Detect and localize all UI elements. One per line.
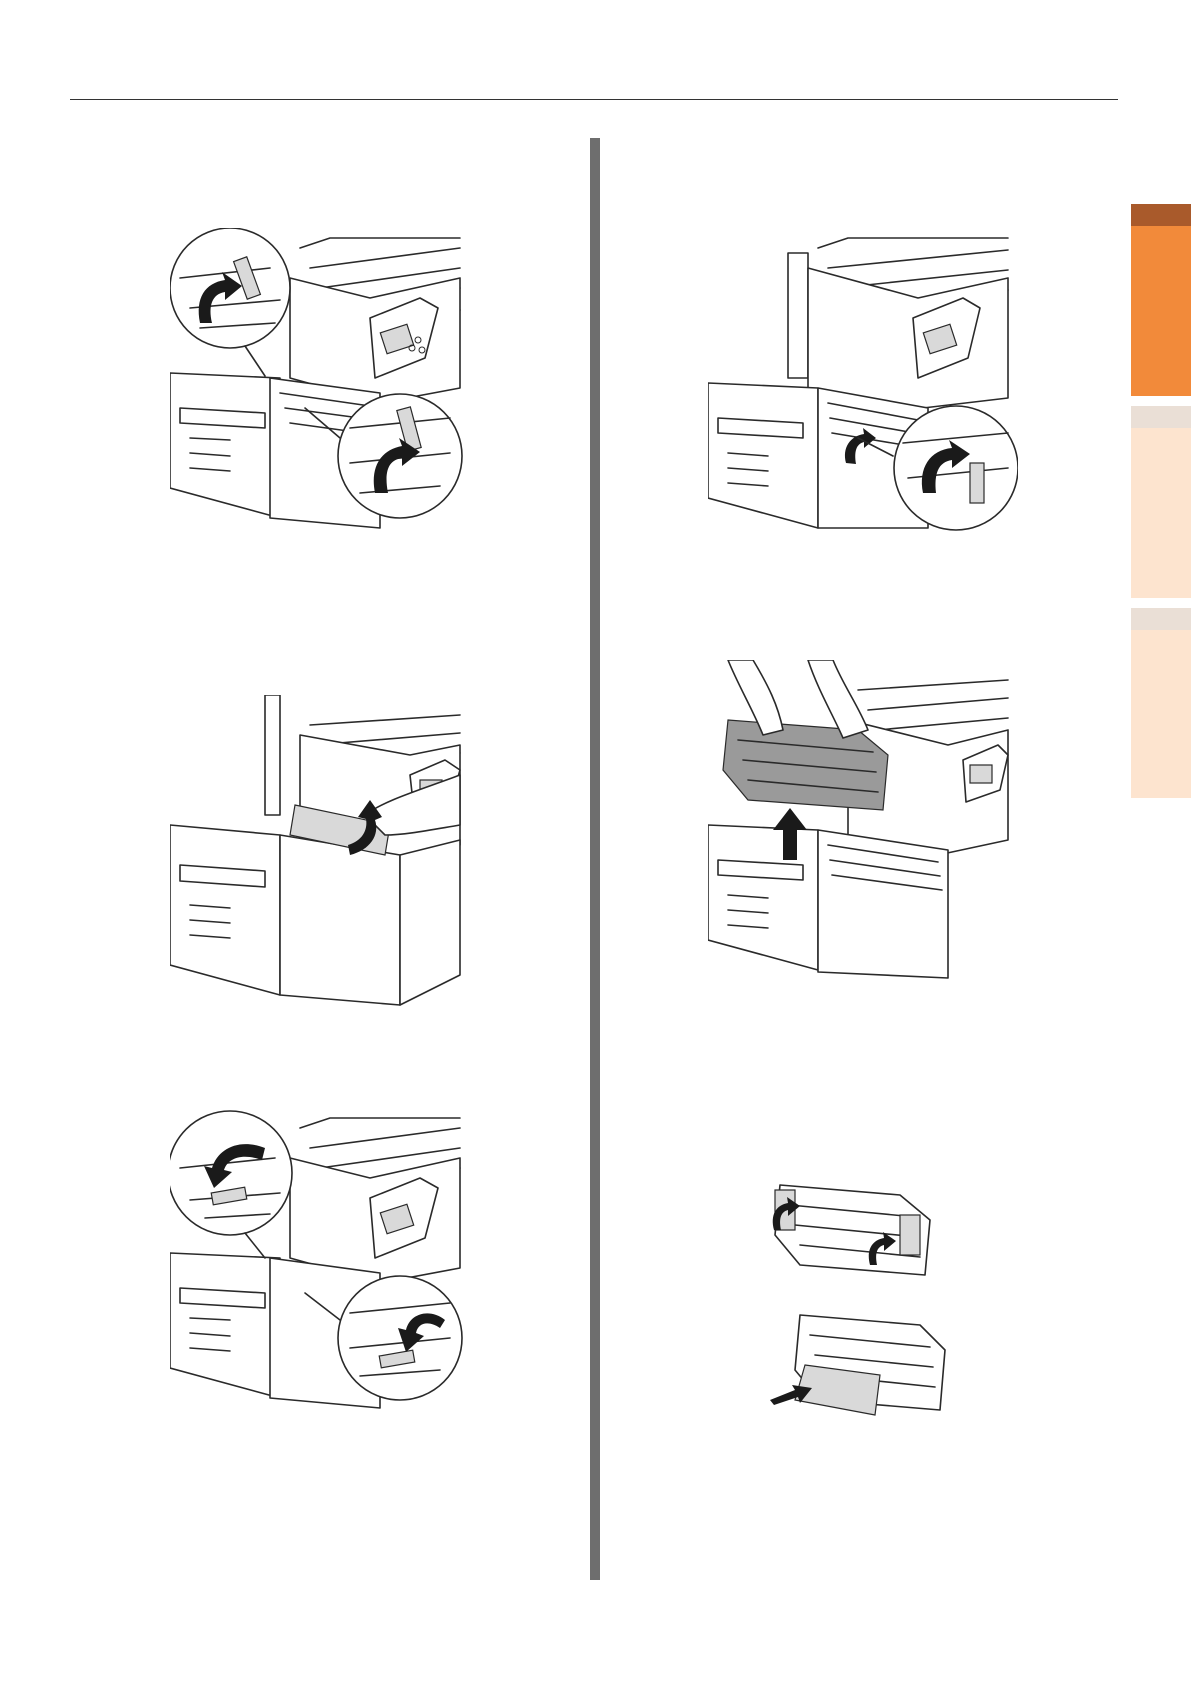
- fuser-remove-paper-icon: [770, 1305, 960, 1430]
- chapter-tab-2[interactable]: [1131, 406, 1191, 598]
- printer-lower-lever-icon: [170, 1108, 470, 1420]
- figure-lower-levers: [170, 1108, 470, 1420]
- figure-fuser-levers-detail: [760, 1170, 950, 1290]
- figure-lift-levers: [170, 228, 470, 540]
- printer-fuser-lever-up-icon: [708, 228, 1018, 540]
- chapter-tab-3[interactable]: [1131, 608, 1191, 798]
- figure-pull-paper: [170, 695, 470, 1007]
- printer-open-lever-up-icon: [170, 228, 470, 540]
- figure-fuser-paper: [770, 1305, 960, 1430]
- figure-lift-fuser: [708, 660, 1018, 980]
- fuser-lever-release-icon: [760, 1170, 950, 1290]
- chapter-tab-1[interactable]: [1131, 204, 1191, 396]
- header-rule: [70, 99, 1118, 100]
- figure-fuser-levers: [708, 228, 1018, 540]
- column-divider: [590, 138, 600, 1580]
- printer-remove-jammed-paper-icon: [170, 695, 470, 1007]
- fuser-unit-lift-out-icon: [708, 660, 1018, 980]
